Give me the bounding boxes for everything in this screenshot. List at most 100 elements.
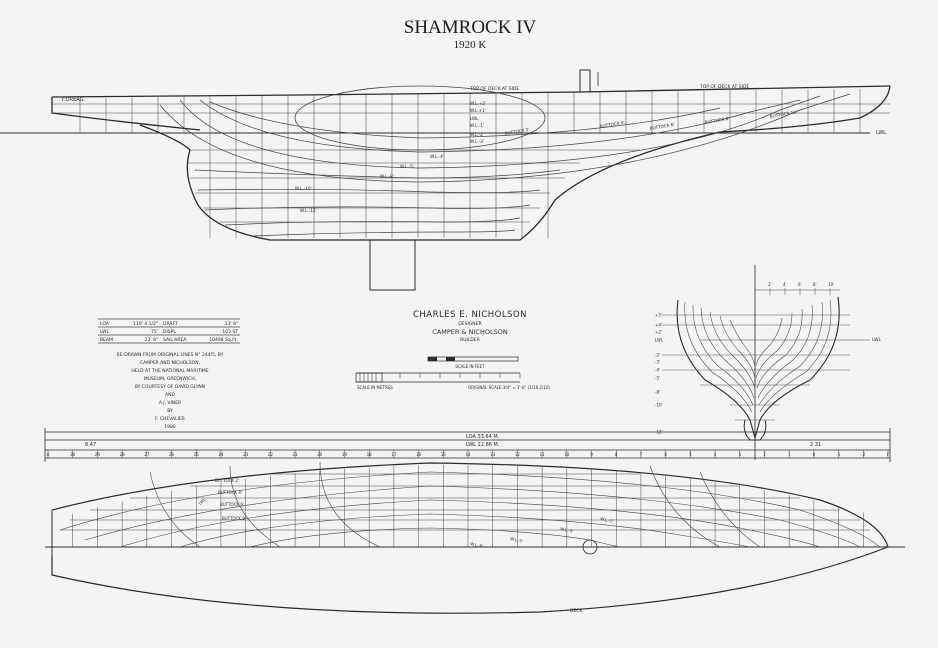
particular-value: 23' 6" bbox=[145, 337, 158, 343]
buttock-label: BUTTOCK 2' bbox=[504, 127, 530, 136]
station-number: -2 bbox=[861, 452, 865, 457]
credit-line: BY bbox=[167, 408, 173, 414]
svg-text:LWL: LWL bbox=[872, 337, 882, 343]
builder-name: CAMPER & NICHOLSON bbox=[432, 328, 508, 336]
particular-value: 10498 Sq.Ft. bbox=[209, 337, 238, 343]
body-level-label: +5' bbox=[655, 313, 662, 318]
station-number: 5 bbox=[689, 452, 692, 457]
body-level-label: -8' bbox=[655, 390, 660, 395]
meters-scale-label: SCALE IN METRES bbox=[357, 385, 393, 390]
buttock-label: BUTTOCK 8' bbox=[704, 116, 730, 125]
credits-block: RE-DRAWN FROM ORIGINAL LINES N° 244/5, B… bbox=[117, 352, 224, 430]
waterline-label: W.L.-12' bbox=[300, 208, 317, 213]
deck-label: TOP OF DECK AT SIDE bbox=[469, 86, 519, 92]
credit-line: MUSEUM, GREENWICH, bbox=[144, 376, 196, 382]
station-number: 11 bbox=[540, 452, 546, 457]
station-number: 12 bbox=[515, 452, 521, 457]
station-number: 23 bbox=[243, 452, 249, 457]
station-number: 17 bbox=[391, 452, 397, 457]
bowsprit-label: F.OREAG. bbox=[62, 97, 85, 103]
original-scale-note: ORIGINAL SCALE 3/4" = 1'-0" (1/16 2/10) bbox=[468, 385, 550, 390]
waterline-curves bbox=[194, 169, 561, 237]
waterline-label: W.L.-2' bbox=[470, 132, 484, 137]
station-number: 15 bbox=[441, 452, 447, 457]
body-top-label: 10' bbox=[828, 282, 834, 287]
plan-waterline-label: W.L.-5' bbox=[510, 536, 524, 544]
station-number: 10 bbox=[564, 452, 570, 457]
station-number: 21 bbox=[293, 452, 299, 457]
body-level-label: -10' bbox=[655, 403, 663, 408]
plan-waterlines bbox=[59, 471, 881, 548]
bow-stem bbox=[719, 85, 891, 133]
drawing-subtitle: 1920 K bbox=[454, 39, 487, 51]
particular-value: 75' bbox=[151, 329, 158, 335]
plan-lwl-label: LWL bbox=[197, 496, 207, 505]
station-number: 18 bbox=[367, 452, 373, 457]
buttock-lines bbox=[159, 93, 851, 183]
waterline-label: LWL bbox=[470, 116, 479, 121]
keel-outline bbox=[139, 124, 721, 241]
designer-role: DESIGNER bbox=[458, 321, 481, 327]
waterline-label: W.L.-4' bbox=[430, 154, 444, 159]
waterline-label: W.L.-3' bbox=[470, 139, 484, 144]
body-plan: LWL bbox=[655, 265, 882, 460]
body-level-label: -2' bbox=[655, 353, 660, 358]
profile-waterline-labels: W.L.+2'W.L.+1'LWLW.L.-1'W.L.-2'W.L.-3'W.… bbox=[295, 101, 486, 213]
builder-role: BUILDER bbox=[460, 337, 480, 343]
plan-waterline-label: W.L.-1' bbox=[600, 516, 614, 524]
rudder bbox=[369, 240, 416, 291]
station-number: 13 bbox=[490, 452, 496, 457]
particular-value: 13' 6" bbox=[225, 321, 238, 327]
particular-key: LOA bbox=[100, 321, 110, 327]
credit-line: HELD AT THE NATIONAL MARITIME bbox=[131, 368, 208, 374]
station-number: 20 bbox=[317, 452, 323, 457]
credit-line: F. CHEVALIER bbox=[155, 416, 185, 422]
body-level-label: +2' bbox=[655, 330, 662, 335]
particular-key: SAIL AREA bbox=[163, 337, 187, 343]
plan-station-lines bbox=[72, 465, 864, 547]
station-number: 19 bbox=[342, 452, 348, 457]
stern-counter bbox=[51, 97, 201, 131]
plan-waterline-label: W.L.-3' bbox=[560, 526, 574, 534]
station-number: A bbox=[47, 452, 50, 457]
deck-plan-label: DECK bbox=[570, 608, 583, 614]
loa-dimension: LOA 33.64 M. bbox=[466, 434, 500, 440]
lower-outline bbox=[51, 546, 889, 614]
max-section bbox=[676, 296, 840, 439]
credit-line: AND bbox=[165, 392, 175, 398]
feet-scale-label: SCALE IN FEET bbox=[455, 364, 485, 369]
station-number: F bbox=[887, 452, 890, 457]
profile-grid bbox=[52, 103, 890, 223]
body-top-label: 8' bbox=[813, 282, 817, 287]
station-number: 7 bbox=[640, 452, 643, 457]
waterline-label: W.L.+2' bbox=[470, 101, 486, 106]
station-number: 29 bbox=[95, 452, 101, 457]
body-level-label: -3' bbox=[655, 360, 660, 365]
particular-value: 103 ST bbox=[222, 329, 238, 335]
right-offset: 2.31 bbox=[810, 442, 821, 448]
waterline-label: W.L.-8' bbox=[380, 174, 394, 179]
station-number: 25 bbox=[194, 452, 200, 457]
buttock-label: BUTTOCK 4' bbox=[599, 120, 625, 129]
waterline-label: W.L.-5' bbox=[400, 164, 414, 169]
scale-bars: SCALE IN FEET SCALE IN METRES ORIGINAL S… bbox=[355, 356, 550, 390]
lwl-label: LWL bbox=[876, 130, 886, 136]
particular-key: DISPL bbox=[163, 329, 176, 335]
station-number: 22 bbox=[268, 452, 274, 457]
credit-line: BY COURTESY OF DAVID GLYNN bbox=[135, 384, 205, 390]
station-number: 3 bbox=[738, 452, 741, 457]
waterline-label: W.L.-10' bbox=[295, 186, 312, 191]
station-number: 16 bbox=[416, 452, 422, 457]
body-level-label: LWL bbox=[655, 338, 664, 343]
credit-line: RE-DRAWN FROM ORIGINAL LINES N° 244/5, B… bbox=[117, 352, 224, 358]
half-breadth-plan: BUTTOCK 2'BUTTOCK 4'BUTTOCK 6'BUTTOCK 8'… bbox=[45, 461, 905, 614]
drawing-title: SHAMROCK IV bbox=[404, 17, 537, 38]
body-top-label: 4' bbox=[783, 282, 787, 287]
station-number: 28 bbox=[120, 452, 126, 457]
station-number: 30 bbox=[70, 452, 76, 457]
deck-edge bbox=[51, 462, 889, 548]
